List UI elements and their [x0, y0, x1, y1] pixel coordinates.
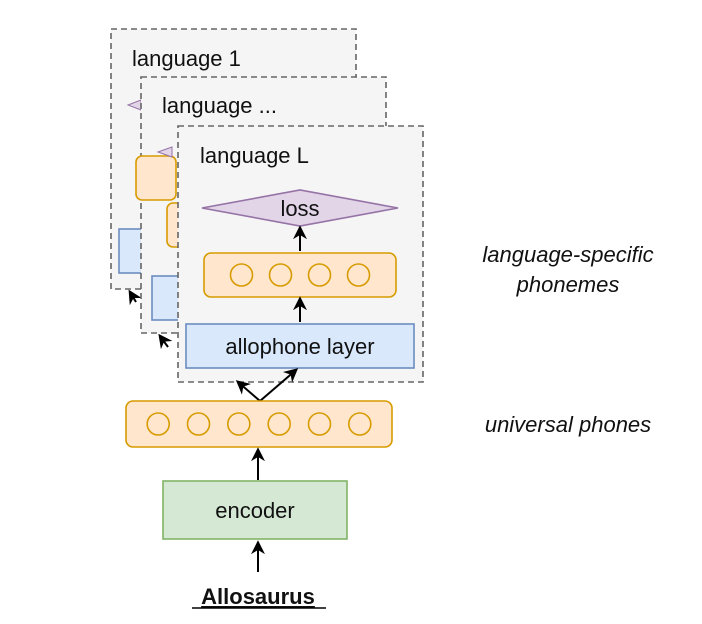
encoder-label: encoder [215, 498, 295, 523]
mid-arrow-up [158, 333, 173, 350]
phoneme-unit [229, 263, 254, 287]
panel-language-l-title: language L [200, 143, 309, 168]
panel-language-mid-title: language ... [162, 93, 277, 118]
phoneme-layer [203, 252, 397, 298]
fan-arrow-right [259, 368, 299, 402]
back-arrow-up [128, 289, 142, 306]
phone-units [146, 412, 372, 436]
mid-loss-hint [156, 146, 173, 158]
phone-unit [227, 412, 251, 436]
phoneme-unit [346, 263, 371, 287]
phoneme-unit [307, 263, 332, 287]
phoneme-unit [268, 263, 293, 287]
allophone-layer-label: allophone layer [225, 334, 374, 359]
loss-label: loss [280, 196, 319, 221]
phone-unit [146, 412, 170, 436]
encoder-node [162, 480, 348, 540]
annotation-language-specific-line2: phonemes [516, 272, 620, 297]
phone-unit [186, 412, 211, 436]
input-label: Allosaurus [201, 584, 315, 609]
annotation-universal-phones: universal phones [485, 412, 651, 437]
loss-node [201, 189, 399, 227]
phoneme-units [229, 263, 371, 287]
back-orange-layer [135, 155, 177, 201]
phone-unit [267, 412, 292, 436]
panel-language-1-title: language 1 [132, 46, 241, 71]
fan-arrow-left [235, 380, 261, 402]
phone-unit [307, 412, 332, 436]
allophone-layer [185, 323, 415, 369]
phone-unit [347, 412, 372, 436]
universal-phone-layer [125, 400, 393, 448]
annotation-language-specific-line1: language-specific [482, 242, 653, 267]
